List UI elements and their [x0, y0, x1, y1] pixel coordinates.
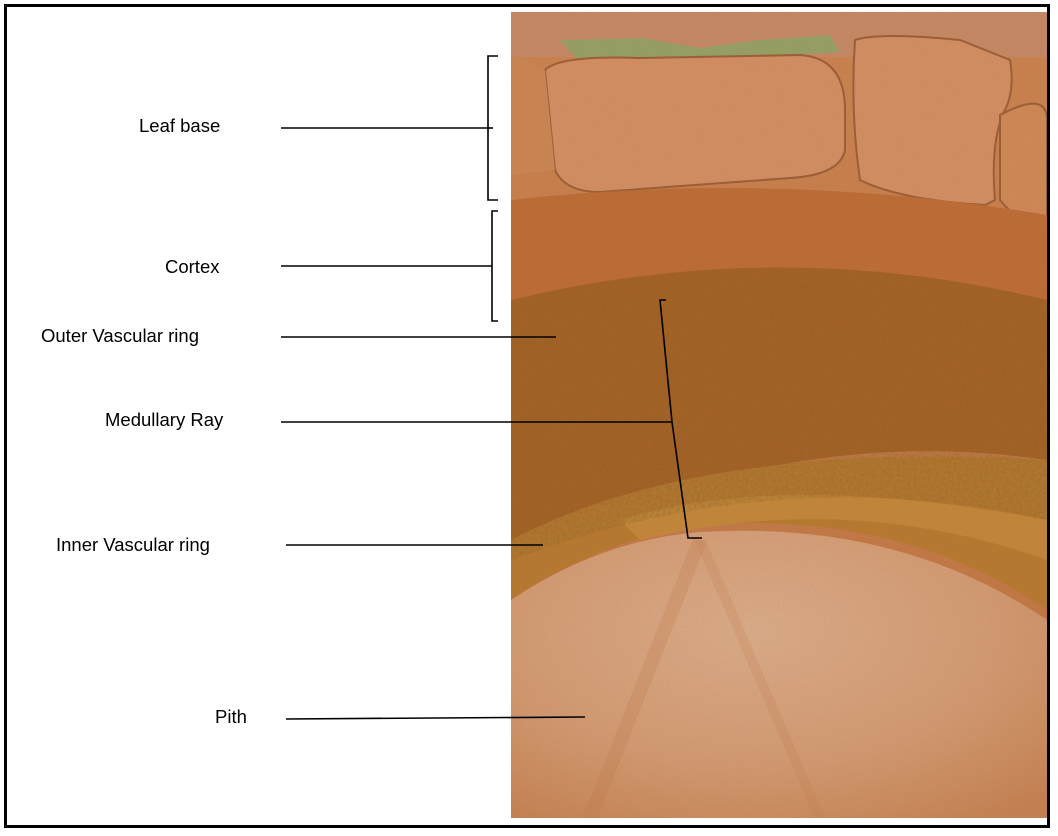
pith-leader: [286, 717, 585, 719]
leaf-base-label: Leaf base: [139, 117, 220, 136]
pith-label: Pith: [215, 708, 247, 727]
inner-vascular-ring-label: Inner Vascular ring: [56, 536, 210, 555]
cortex-label: Cortex: [165, 258, 220, 277]
outer-vascular-ring-label: Outer Vascular ring: [41, 327, 199, 346]
medullary-ray-label: Medullary Ray: [105, 411, 223, 430]
medullary-ray-bracket: [660, 300, 702, 538]
cortex-bracket: [492, 211, 498, 321]
